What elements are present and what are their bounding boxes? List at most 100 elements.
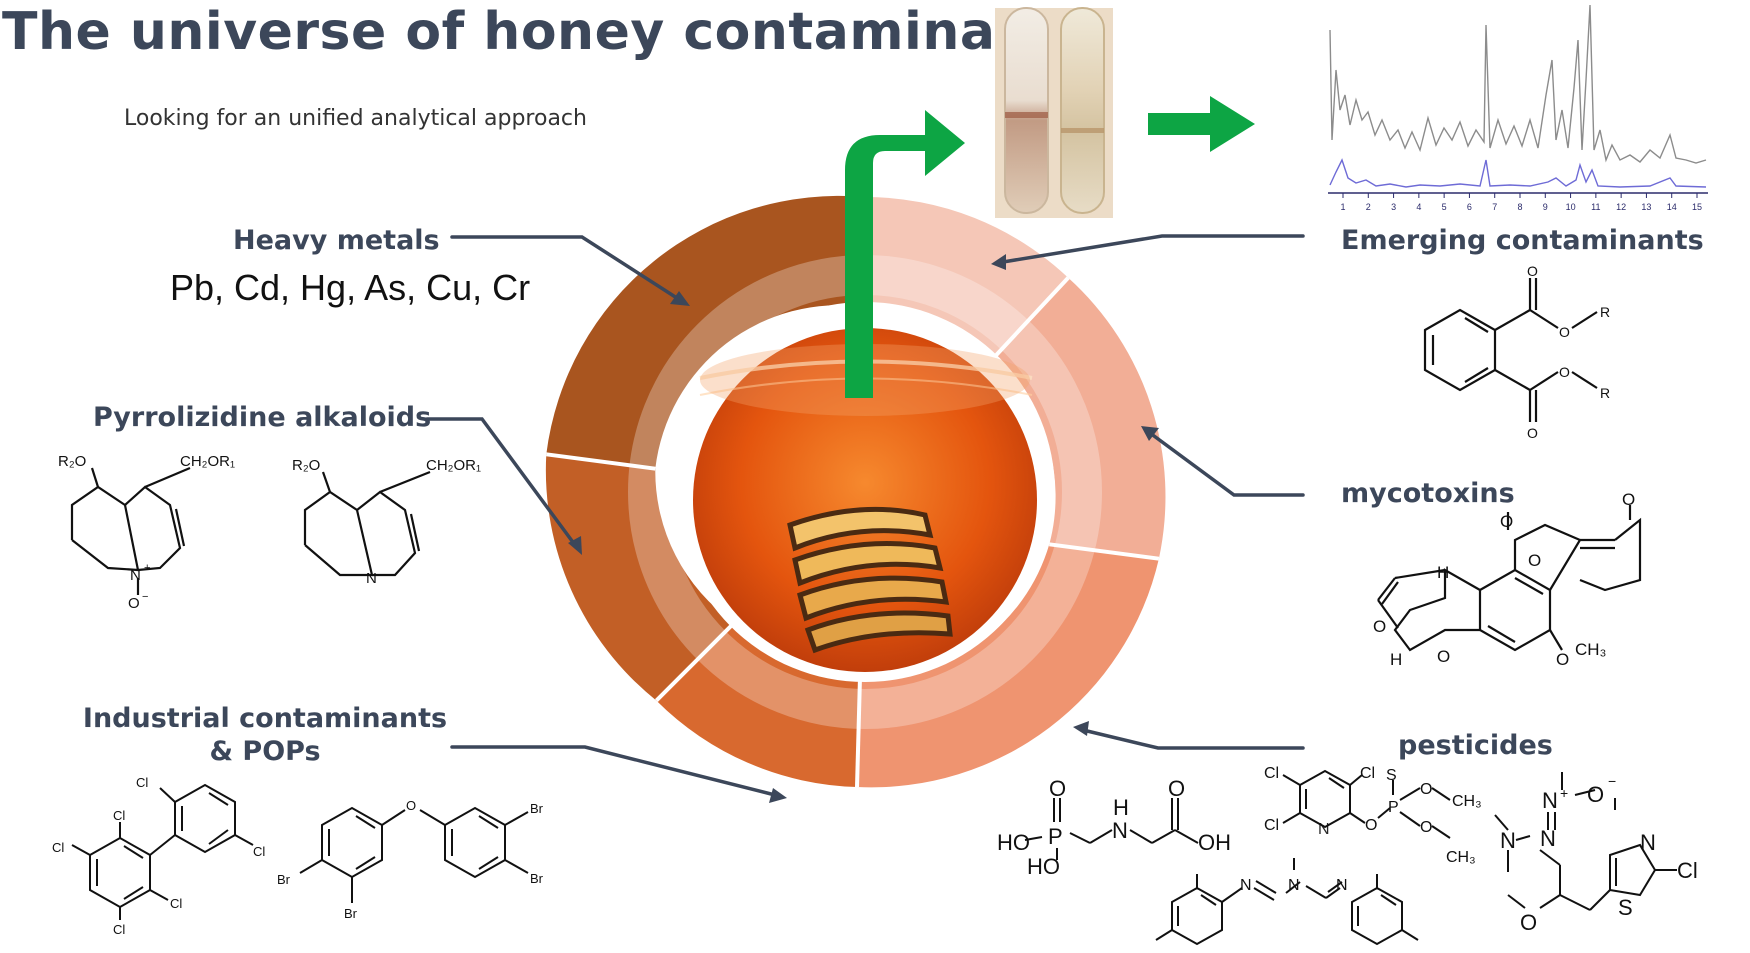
svg-text:N: N (366, 570, 377, 587)
chromatogram-tick-label: 15 (1692, 202, 1702, 212)
pyrrolizidine-structure (303, 470, 431, 577)
svg-text:N: N (1240, 877, 1252, 894)
ring-segment-pyrrolizidine (545, 454, 735, 701)
svg-text:Cl: Cl (1264, 817, 1279, 834)
connector-arrows (425, 234, 1305, 797)
pcb-labels: Cl Cl Cl Cl Cl Cl Cl (52, 775, 265, 937)
phthalate-structure (1423, 278, 1598, 422)
svg-text:−: − (1608, 773, 1616, 789)
ring-segment-industrial (656, 622, 860, 787)
ring-segment-emerging (865, 196, 1069, 359)
svg-text:+: + (144, 562, 150, 574)
svg-text:O: O (1520, 910, 1537, 935)
sample-vials-icon (995, 7, 1113, 218)
svg-text:R: R (1600, 385, 1610, 401)
pbde-labels: O Br Br Br Br (277, 798, 544, 921)
chromatogram-tick-label: 12 (1616, 202, 1626, 212)
pbde-structure (299, 806, 529, 903)
svg-text:N: N (1288, 877, 1300, 894)
svg-text:HO: HO (1027, 854, 1060, 879)
chlorpyrifos-labels: Cl Cl Cl N O S P O O CH₃ CH₃ (1264, 765, 1482, 866)
connector-arrowheads (568, 254, 1159, 803)
page-subtitle: Looking for an unified analytical approa… (124, 106, 587, 131)
svg-text:Cl: Cl (113, 922, 125, 937)
page-title: The universe of honey contaminants (2, 2, 1090, 62)
contaminant-donut-ring (545, 195, 1166, 788)
svg-text:OH: OH (1198, 830, 1231, 855)
svg-text:−: − (142, 591, 148, 603)
svg-text:R₂O: R₂O (292, 457, 320, 474)
svg-text:O: O (128, 595, 140, 612)
svg-text:N: N (1540, 826, 1556, 851)
chromatogram-tick-label: 6 (1467, 202, 1472, 212)
pyrrolizidine-labels: R₂O CH₂OR₁ N (292, 457, 481, 587)
pcb-structure (71, 783, 254, 920)
label-heavy-metals: Heavy metals (233, 225, 440, 256)
svg-text:O: O (1587, 782, 1604, 807)
ring-segment-pesticides (857, 544, 1159, 788)
svg-text:H: H (1390, 650, 1402, 669)
svg-text:H: H (1113, 795, 1129, 820)
ring-segment-mycotoxins (993, 277, 1166, 559)
chromatogram-tick-label: 7 (1492, 202, 1497, 212)
chromatogram-tick-label: 10 (1566, 202, 1576, 212)
chromatogram-tick-label: 14 (1667, 202, 1677, 212)
chromatogram-tick-label: 3 (1391, 202, 1396, 212)
svg-text:O: O (1500, 512, 1513, 531)
chromatogram-tick-label: 11 (1591, 202, 1600, 212)
svg-text:N: N (1640, 830, 1656, 855)
svg-text:O: O (1420, 781, 1432, 798)
green-flow-arrow-icon (845, 96, 1255, 398)
svg-text:Cl: Cl (1360, 765, 1375, 782)
svg-text:O: O (1420, 819, 1432, 836)
svg-text:Cl: Cl (253, 844, 265, 859)
svg-text:O: O (1373, 617, 1386, 636)
svg-text:Br: Br (344, 906, 358, 921)
svg-text:O: O (1528, 551, 1541, 570)
svg-text:N: N (1542, 788, 1558, 813)
svg-text:O: O (1168, 776, 1185, 801)
svg-text:O: O (1437, 647, 1450, 666)
svg-text:O: O (1559, 364, 1570, 380)
svg-text:N: N (1336, 877, 1348, 894)
svg-text:O: O (1622, 490, 1635, 509)
label-industrial-contaminants: Industrial contaminants & POPs (70, 703, 460, 767)
svg-text:O: O (1049, 776, 1066, 801)
phthalate-labels: O O O O R R (1527, 263, 1610, 441)
amitraz-labels: N N N (1240, 877, 1348, 894)
svg-text:Br: Br (530, 871, 544, 886)
svg-text:O: O (1527, 425, 1538, 441)
label-emerging-contaminants: Emerging contaminants (1341, 225, 1704, 256)
svg-text:HO: HO (997, 830, 1030, 855)
chromatogram-tick-label: 13 (1641, 202, 1651, 212)
chromatogram-tick-label: 1 (1340, 202, 1345, 212)
svg-text:S: S (1386, 767, 1397, 784)
chlorpyrifos-structure (1282, 769, 1451, 839)
honey-jar-photo (693, 328, 1037, 672)
label-industrial-line1: Industrial contaminants (82, 703, 448, 734)
svg-text:R₂O: R₂O (58, 453, 86, 470)
label-pyrrolizidine-alkaloids: Pyrrolizidine alkaloids (93, 402, 432, 433)
svg-text:CH₂OR₁: CH₂OR₁ (180, 453, 235, 470)
svg-text:O: O (1527, 263, 1538, 279)
label-pesticides: pesticides (1398, 730, 1553, 761)
ring-segment-heavy-metals (546, 195, 865, 469)
svg-text:Br: Br (530, 801, 544, 816)
svg-text:O: O (1556, 650, 1569, 669)
pyrrolizidine-n-oxide-labels: R₂O CH₂OR₁ N + O − (58, 453, 235, 612)
svg-text:CH₃: CH₃ (1452, 793, 1482, 810)
label-mycotoxins: mycotoxins (1341, 478, 1515, 509)
aflatoxin-structure (1377, 505, 1642, 652)
aflatoxin-labels: O O O O O O H H CH₃ (1373, 490, 1635, 669)
chromatogram-tick-label: 4 (1416, 202, 1421, 212)
svg-text:N: N (1318, 821, 1330, 838)
svg-text:Cl: Cl (170, 896, 182, 911)
svg-text:N: N (130, 567, 141, 584)
chromatogram-tick-label: 9 (1543, 202, 1548, 212)
svg-text:N: N (1112, 818, 1128, 843)
amitraz-structure (1155, 858, 1419, 946)
chromatogram-tick-label: 2 (1366, 202, 1371, 212)
